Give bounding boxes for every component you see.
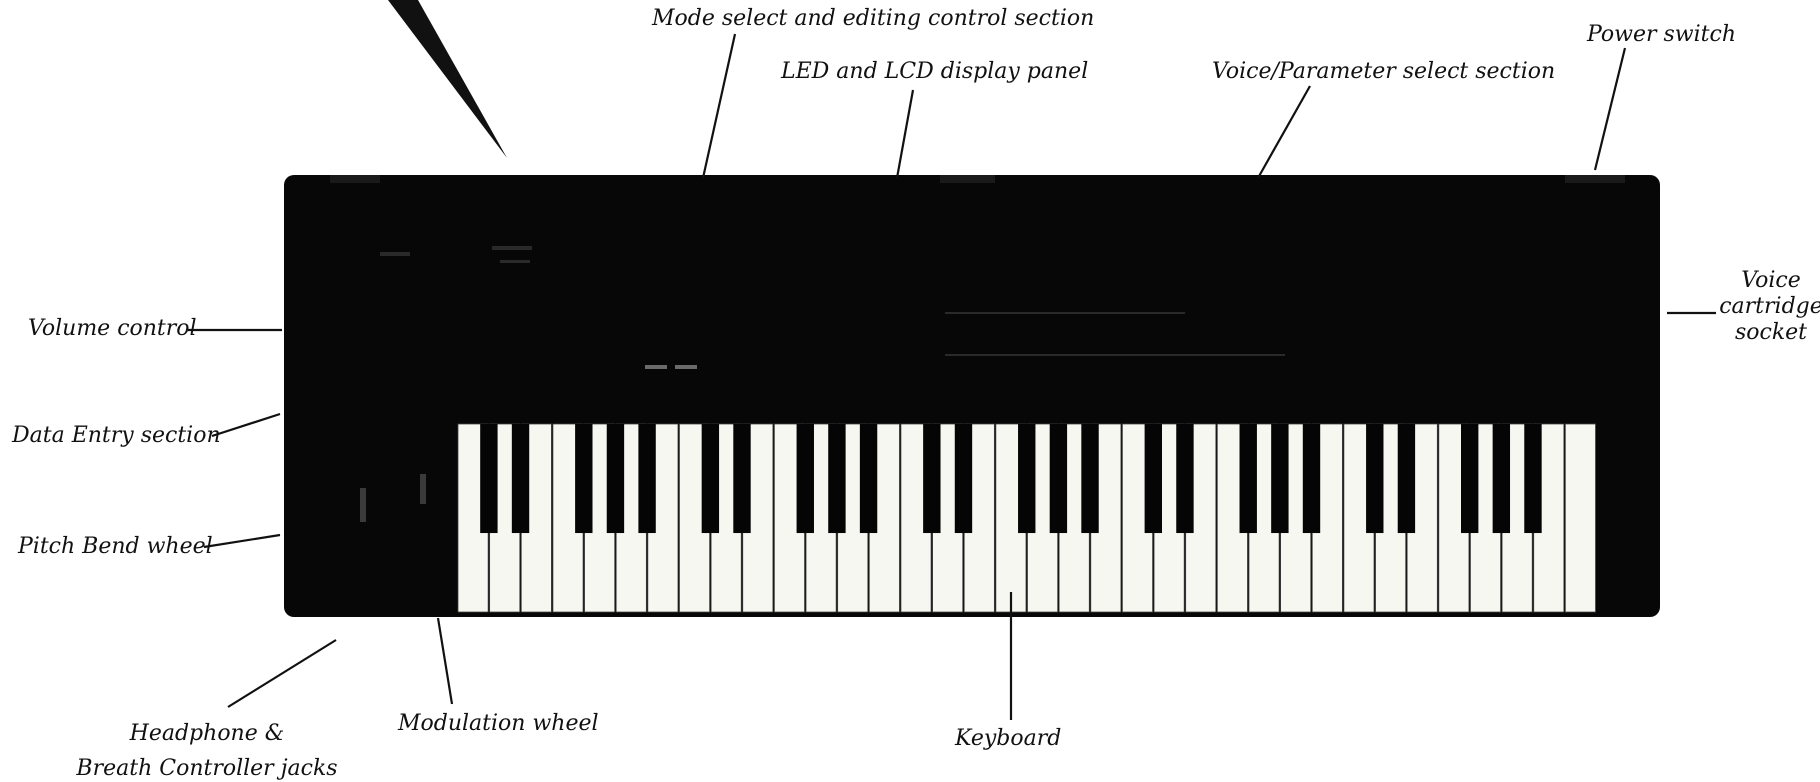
leader-voice-param	[1257, 85, 1311, 179]
leader-modulation	[436, 617, 454, 705]
black-key	[575, 424, 593, 534]
black-key	[1271, 424, 1289, 534]
label-led-lcd: LED and LCD display panel	[781, 59, 1089, 84]
label-voice-cartridge-line2: cartridge	[1719, 294, 1820, 319]
black-key	[923, 424, 941, 534]
leader-headphone	[227, 639, 337, 708]
black-key	[1524, 424, 1542, 534]
black-key	[1081, 424, 1099, 534]
black-key	[828, 424, 846, 534]
label-keyboard: Keyboard	[955, 726, 1062, 751]
label-voice-cartridge-line3: socket	[1734, 320, 1808, 345]
black-key	[859, 424, 878, 534]
black-key	[1492, 424, 1511, 534]
front-panel-marks	[380, 246, 1285, 369]
black-key	[1239, 424, 1257, 534]
black-key	[606, 424, 625, 534]
leader-power-switch	[1593, 47, 1627, 171]
leader-lines	[188, 33, 1716, 720]
label-headphone-line1: Headphone &	[129, 721, 285, 746]
black-key	[511, 424, 530, 534]
pitch-bend-wheel	[360, 488, 366, 522]
black-key	[1366, 424, 1384, 534]
label-voice-cartridge-line1: Voice	[1741, 268, 1801, 293]
label-data-entry: Data Entry section	[12, 423, 221, 448]
leader-data-entry	[211, 412, 281, 438]
black-key	[1144, 424, 1163, 534]
label-modulation-wheel: Modulation wheel	[398, 711, 599, 736]
black-key	[796, 424, 814, 534]
leader-led-lcd	[895, 89, 915, 179]
leader-pitch-bend	[203, 533, 281, 549]
label-mode-select: Mode select and editing control section	[652, 6, 1095, 31]
label-power-switch: Power switch	[1587, 22, 1737, 47]
black-key	[1397, 424, 1416, 534]
black-key	[1049, 424, 1068, 534]
white-key	[1564, 423, 1596, 613]
label-voice-cartridge: Voice cartridge socket	[1715, 268, 1820, 346]
label-volume-control: Volume control	[28, 316, 197, 341]
label-voice-param: Voice/Parameter select section	[1212, 59, 1556, 84]
pointer-wedge	[388, 0, 507, 158]
black-key	[1018, 424, 1036, 534]
label-headphone-jacks: Headphone & Breath Controller jacks	[52, 721, 362, 782]
modulation-wheel	[420, 474, 426, 504]
black-key	[701, 424, 720, 534]
black-key	[638, 424, 656, 534]
black-key	[954, 424, 973, 534]
label-pitch-bend: Pitch Bend wheel	[18, 534, 213, 559]
label-headphone-line2: Breath Controller jacks	[76, 756, 338, 781]
black-key	[1302, 424, 1321, 534]
black-key	[1460, 424, 1479, 534]
black-key	[1176, 424, 1194, 534]
black-key	[733, 424, 751, 534]
keyboard	[457, 423, 1596, 613]
black-key	[480, 424, 498, 534]
leader-mode-select	[701, 33, 737, 179]
